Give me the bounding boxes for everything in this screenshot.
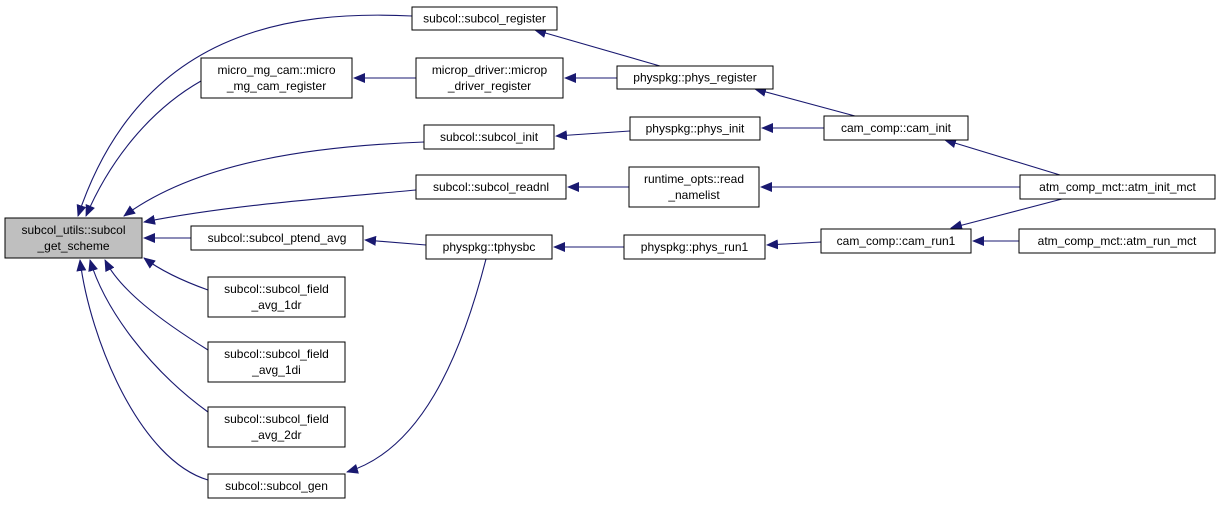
node-tphysbc[interactable]: physpkg::tphysbc bbox=[425, 234, 553, 260]
node-box bbox=[820, 228, 972, 254]
node-micro-mg-cam-register[interactable]: micro_mg_cam::micro_mg_cam_register bbox=[200, 57, 353, 99]
edge-tphysbc-to-subcol_gen bbox=[346, 258, 487, 474]
node-phys-register[interactable]: physpkg::phys_register bbox=[616, 65, 774, 90]
node-box bbox=[423, 124, 555, 150]
node-box bbox=[629, 116, 761, 141]
node-subcol-field-avg-1di[interactable]: subcol::subcol_field_avg_1di bbox=[207, 341, 346, 383]
node-subcol-register[interactable]: subcol::subcol_register bbox=[411, 6, 558, 31]
node-label-line: micro_mg_cam::micro bbox=[217, 63, 335, 77]
node-box bbox=[1019, 174, 1216, 200]
node-label-line: subcol_utils::subcol bbox=[21, 223, 125, 237]
edge-phys_init-to-subcol_init bbox=[555, 130, 631, 141]
node-label-line: atm_comp_mct::atm_init_mct bbox=[1039, 180, 1196, 194]
node-box bbox=[207, 473, 346, 499]
node-subcol-field-avg-1dr[interactable]: subcol::subcol_field_avg_1dr bbox=[207, 276, 346, 318]
node-box bbox=[207, 341, 346, 383]
edge-subcol_field_avg_2dr-to-root bbox=[88, 259, 209, 413]
node-cam-init[interactable]: cam_comp::cam_init bbox=[823, 115, 969, 141]
node-phys-run1[interactable]: physpkg::phys_run1 bbox=[623, 234, 766, 260]
node-subcol-gen[interactable]: subcol::subcol_gen bbox=[207, 473, 346, 499]
edge-atm_init_mct-to-cam_init bbox=[944, 138, 1061, 176]
node-label-line: physpkg::phys_init bbox=[646, 122, 745, 136]
node-label-line: _namelist bbox=[667, 188, 720, 202]
node-label-line: microp_driver::microp bbox=[432, 63, 548, 77]
node-box bbox=[425, 234, 553, 260]
node-root[interactable]: subcol_utils::subcol_get_scheme bbox=[4, 217, 143, 259]
node-box bbox=[200, 57, 353, 99]
edge-subcol_field_avg_1di-to-root bbox=[104, 259, 209, 351]
edge-subcol_gen-to-root bbox=[76, 259, 209, 481]
node-label-line: physpkg::phys_run1 bbox=[641, 240, 749, 254]
edge-subcol_readnl-to-root bbox=[143, 189, 417, 225]
node-label-line: runtime_opts::read bbox=[644, 172, 744, 186]
edge-micro_mg_cam_register-to-root bbox=[85, 80, 202, 217]
node-cam-run1[interactable]: cam_comp::cam_run1 bbox=[820, 228, 972, 254]
node-label-line: cam_comp::cam_init bbox=[841, 121, 952, 135]
node-box bbox=[623, 234, 766, 260]
node-label-line: _avg_1di bbox=[251, 363, 301, 377]
node-box bbox=[616, 65, 774, 90]
node-label-line: subcol::subcol_ptend_avg bbox=[208, 231, 347, 245]
node-label-line: _avg_1dr bbox=[250, 298, 301, 312]
node-atm-init-mct[interactable]: atm_comp_mct::atm_init_mct bbox=[1019, 174, 1216, 200]
node-label-line: cam_comp::cam_run1 bbox=[837, 234, 956, 248]
node-subcol-readnl[interactable]: subcol::subcol_readnl bbox=[415, 174, 567, 200]
node-microp-driver-register[interactable]: microp_driver::microp_driver_register bbox=[415, 57, 564, 99]
edge-cam_run1-to-phys_run1 bbox=[766, 239, 822, 250]
edge-subcol_init-to-root bbox=[123, 141, 425, 217]
node-label-line: _mg_cam_register bbox=[226, 79, 326, 93]
node-atm-run-mct[interactable]: atm_comp_mct::atm_run_mct bbox=[1018, 228, 1216, 254]
node-label-line: subcol::subcol_field bbox=[224, 347, 329, 361]
node-read-namelist[interactable]: runtime_opts::read_namelist bbox=[628, 166, 760, 208]
node-box bbox=[190, 225, 364, 251]
node-box bbox=[628, 166, 760, 208]
node-box bbox=[823, 115, 969, 141]
node-box bbox=[411, 6, 558, 31]
edge-subcol_register-to-root bbox=[76, 14, 413, 217]
node-box bbox=[4, 217, 143, 259]
nodes-layer: subcol_utils::subcol_get_schemesubcol::s… bbox=[4, 6, 1216, 499]
node-label-line: subcol::subcol_readnl bbox=[433, 180, 549, 194]
node-subcol-init[interactable]: subcol::subcol_init bbox=[423, 124, 555, 150]
edge-cam_init-to-phys_register bbox=[754, 87, 856, 117]
node-label-line: atm_comp_mct::atm_run_mct bbox=[1038, 234, 1197, 248]
node-label-line: _avg_2dr bbox=[250, 428, 301, 442]
edge-phys_register-to-subcol_register bbox=[534, 28, 661, 67]
edge-atm_init_mct-to-cam_run1 bbox=[950, 198, 1063, 231]
node-label-line: subcol::subcol_register bbox=[423, 12, 546, 26]
node-box bbox=[207, 276, 346, 318]
node-subcol-field-avg-2dr[interactable]: subcol::subcol_field_avg_2dr bbox=[207, 406, 346, 448]
node-label-line: physpkg::phys_register bbox=[633, 71, 756, 85]
edge-tphysbc-to-subcol_ptend_avg bbox=[364, 235, 427, 246]
edge-subcol_field_avg_1dr-to-root bbox=[143, 257, 209, 291]
node-box bbox=[1018, 228, 1216, 254]
node-label-line: _driver_register bbox=[447, 79, 531, 93]
node-box bbox=[415, 57, 564, 99]
node-label-line: subcol::subcol_field bbox=[224, 282, 329, 296]
node-phys-init[interactable]: physpkg::phys_init bbox=[629, 116, 761, 141]
node-box bbox=[415, 174, 567, 200]
node-label-line: physpkg::tphysbc bbox=[443, 240, 536, 254]
node-label-line: subcol::subcol_gen bbox=[225, 479, 328, 493]
edges-layer bbox=[76, 14, 1063, 481]
node-label-line: subcol::subcol_init bbox=[440, 130, 539, 144]
node-label-line: _get_scheme bbox=[36, 239, 109, 253]
node-box bbox=[207, 406, 346, 448]
node-subcol-ptend-avg[interactable]: subcol::subcol_ptend_avg bbox=[190, 225, 364, 251]
node-label-line: subcol::subcol_field bbox=[224, 412, 329, 426]
